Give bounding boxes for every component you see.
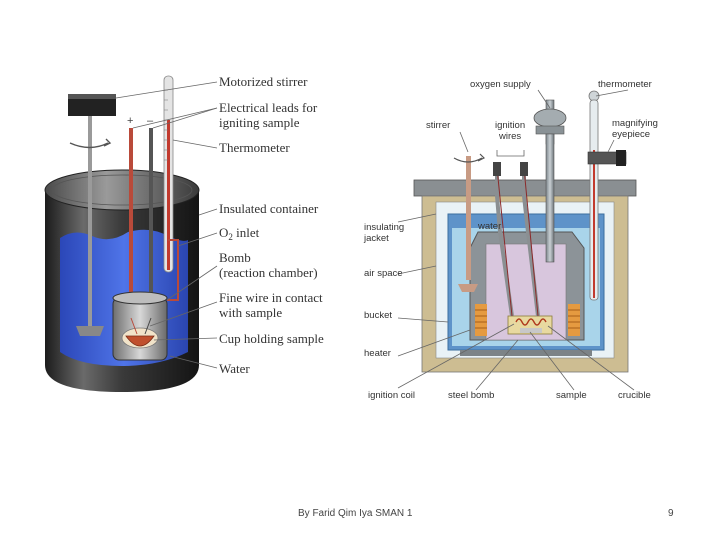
label-insulating-jacket: insulating (364, 222, 404, 233)
motor-box (68, 94, 116, 116)
label-insulating-jacket-line2: jacket (363, 233, 389, 244)
label-electrical-leads-line2: igniting sample (219, 115, 300, 130)
label-fine-wire: Fine wire in contact (219, 290, 323, 305)
label-ignition-wires: ignition (495, 120, 525, 131)
label-motorized-stirrer: Motorized stirrer (219, 74, 308, 89)
label-water: Water (219, 361, 250, 376)
container-lid (44, 169, 200, 211)
rotation-arrow-icon (69, 142, 109, 149)
label-cup-holding-sample: Cup holding sample (219, 331, 324, 346)
label-magnifying-eyepiece-line2: eyepiece (612, 129, 650, 140)
right-thermometer (587, 90, 627, 301)
plus-sign: + (127, 115, 133, 127)
electrical-lead-minus (149, 128, 153, 318)
label-insulated-container: Insulated container (219, 201, 319, 216)
stirrer-shaft (88, 116, 92, 332)
heater (475, 304, 580, 336)
label-water-right: water (477, 221, 501, 232)
label-thermometer: Thermometer (219, 140, 290, 155)
label-sample: sample (556, 390, 587, 401)
left-labels: Motorized stirrer Electrical leads for i… (219, 74, 324, 376)
oxygen-supply (533, 99, 567, 263)
right-leader-lines (397, 89, 635, 391)
left-leader-lines (115, 81, 218, 369)
label-bomb-line2: (reaction chamber) (219, 265, 318, 280)
label-air-space: air space (364, 268, 403, 279)
o2-inlet (167, 239, 179, 301)
label-stirrer: stirrer (426, 120, 450, 131)
label-crucible: crucible (618, 390, 651, 401)
label-bomb: Bomb (219, 250, 251, 265)
page-number: 9 (668, 508, 674, 519)
electrical-lead-plus (129, 128, 133, 318)
label-magnifying-eyepiece: magnifying (612, 118, 658, 129)
right-labels: oxygen supply thermometer stirrer igniti… (363, 79, 658, 401)
right-calorimeter-diagram (413, 90, 637, 373)
sample (520, 328, 542, 333)
ignition-wires (493, 162, 540, 317)
left-calorimeter-diagram: + – (44, 75, 200, 392)
label-oxygen-supply: oxygen supply (470, 79, 531, 90)
label-steel-bomb: steel bomb (448, 390, 494, 401)
footer-author: By Farid Qim Iya SMAN 1 (298, 508, 413, 519)
label-electrical-leads: Electrical leads for (219, 100, 318, 115)
stirrer-rod (466, 156, 471, 280)
minus-sign: – (147, 115, 154, 127)
label-fine-wire-line2: with sample (219, 305, 282, 320)
label-ignition-wires-line2: wires (498, 131, 521, 142)
label-bucket: bucket (364, 310, 392, 321)
ignition-coil (515, 318, 547, 326)
sample-cup (125, 335, 155, 347)
label-right-thermometer: thermometer (598, 79, 652, 90)
label-heater: heater (364, 348, 391, 359)
label-ignition-coil: ignition coil (368, 390, 415, 401)
label-o2-inlet: O2 inlet (219, 225, 260, 242)
